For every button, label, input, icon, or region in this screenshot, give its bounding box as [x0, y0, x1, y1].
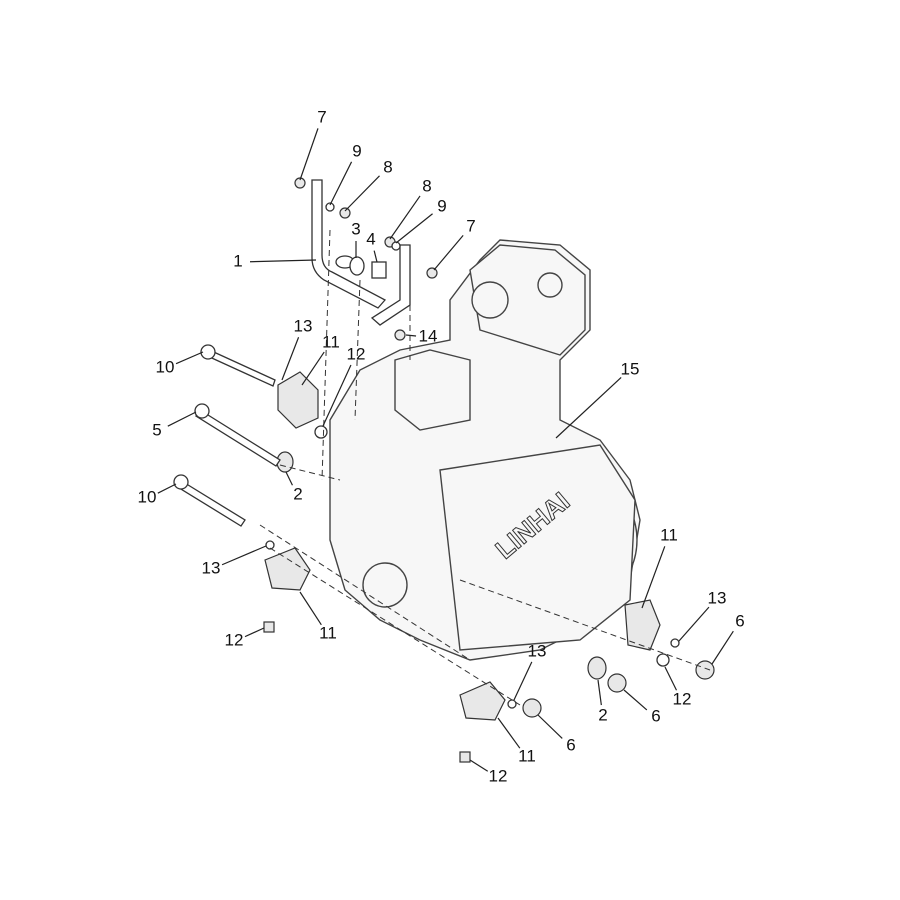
callout-label: 14 — [419, 326, 438, 345]
callout-leader-line — [641, 546, 666, 609]
callout-label: 8 — [422, 176, 431, 195]
callout-label: 8 — [383, 157, 392, 176]
callout-label: 11 — [319, 623, 337, 642]
callout-label: 6 — [566, 735, 575, 754]
callout-leader-line — [285, 471, 293, 486]
callout-leader-line — [405, 334, 417, 337]
callout-leader-line — [597, 679, 602, 706]
callout-leader-line — [497, 717, 521, 749]
mount-brackets — [264, 371, 661, 721]
callout-label: 11 — [660, 525, 678, 544]
callout-leader-line — [167, 411, 197, 427]
callout-leader-line — [344, 175, 380, 212]
callout-leader-line — [513, 661, 533, 701]
callout-label: 7 — [317, 107, 326, 126]
callout-label: 12 — [225, 630, 244, 649]
callout-label: 13 — [528, 641, 547, 660]
callout-leader-line — [711, 630, 734, 665]
callout-label: 7 — [466, 216, 475, 235]
callout-label: 9 — [352, 141, 361, 160]
alignment-lines — [259, 229, 711, 706]
callout-label: 15 — [621, 359, 640, 378]
callout-label: 4 — [366, 229, 375, 248]
callout-leader-line — [664, 666, 678, 691]
callout-leader-line — [329, 161, 353, 206]
engine-assembly: LINHAI — [329, 239, 641, 661]
callout-leader-line — [322, 364, 352, 427]
callout-leader-line — [301, 351, 325, 386]
callout-leader-line — [389, 195, 421, 240]
callout-label: 9 — [437, 196, 446, 215]
callout-label: 6 — [735, 611, 744, 630]
callout-label: 13 — [294, 316, 313, 335]
callout-leader-line — [395, 213, 433, 244]
callout-label: 2 — [598, 705, 607, 724]
callout-label: 12 — [673, 689, 692, 708]
callout-label: 5 — [152, 420, 161, 439]
callout-leader-line — [157, 483, 177, 494]
callout-leader-line — [175, 351, 204, 365]
callout-leader-line — [221, 545, 267, 566]
callout-label: 1 — [233, 251, 242, 270]
callout-leader-line — [537, 714, 563, 739]
callout-label: 12 — [347, 344, 366, 363]
callout-label: 11 — [322, 332, 340, 351]
callout-label: 12 — [489, 766, 508, 785]
callout-label: 2 — [293, 484, 302, 503]
callout-label: 6 — [651, 706, 660, 725]
bolts — [173, 344, 281, 527]
engine-bracket — [311, 179, 411, 326]
callout-label: 13 — [202, 558, 221, 577]
callout-leader-line — [299, 591, 322, 626]
callout-label: 3 — [351, 219, 360, 238]
callout-label: 10 — [156, 357, 175, 376]
callout-leader-line — [244, 627, 265, 638]
callout-leader-line — [373, 250, 378, 263]
callout-leader-line — [281, 337, 300, 381]
callout-leader-line — [623, 689, 648, 711]
callout-label: 10 — [138, 487, 157, 506]
callout-leader-line — [469, 759, 489, 772]
callout-leader-line — [433, 234, 464, 271]
callout-leader-line — [678, 606, 710, 642]
callout-label: 11 — [518, 746, 536, 765]
callout-leader-line — [249, 259, 317, 263]
callout-leader-line — [299, 128, 319, 181]
callout-label: 13 — [708, 588, 727, 607]
callout-leader-line — [555, 377, 622, 439]
